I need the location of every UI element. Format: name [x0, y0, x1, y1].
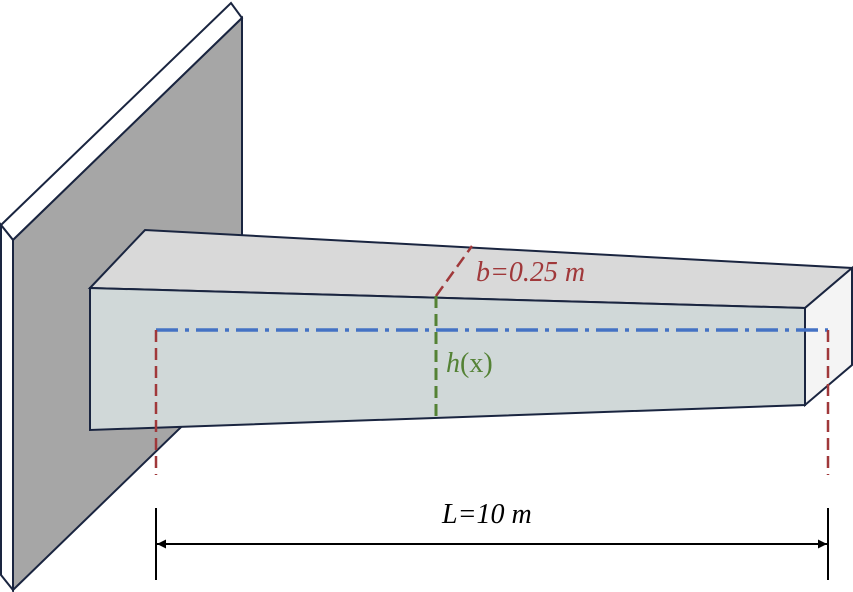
wall-side-edge: [0, 222, 14, 592]
width-label: b=0.25 m: [476, 257, 585, 288]
length-label: L=10 m: [441, 499, 532, 530]
tapered-beam: [87, 228, 853, 432]
beam-front-face: [89, 286, 806, 432]
width-marker-line: [434, 245, 474, 297]
height-label: h(x): [446, 348, 493, 379]
length-dimension: [155, 508, 829, 580]
